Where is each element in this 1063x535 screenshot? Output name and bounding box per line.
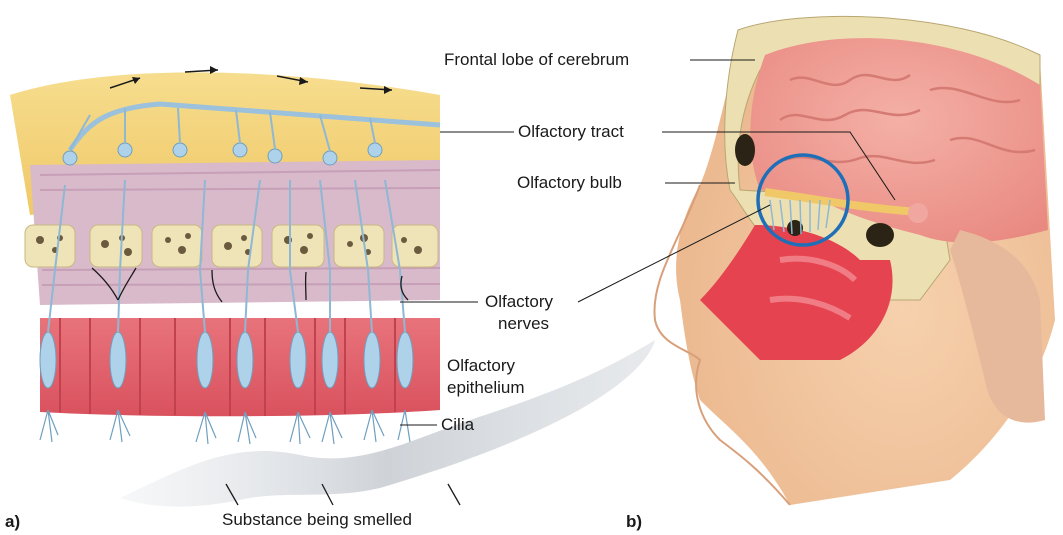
label-frontal-lobe: Frontal lobe of cerebrum	[444, 50, 629, 70]
tissue-section	[10, 66, 440, 444]
label-olfactory-tract: Olfactory tract	[518, 122, 624, 142]
head-section	[654, 16, 1055, 505]
label-olfactory-nerves-line1: Olfactory	[485, 292, 553, 312]
label-cilia: Cilia	[441, 415, 474, 435]
label-olfactory-epithelium-line1: Olfactory	[447, 356, 515, 376]
panel-a-tag: a)	[5, 512, 20, 532]
label-olfactory-epithelium-line2: epithelium	[447, 378, 525, 398]
panel-b-tag: b)	[626, 512, 642, 532]
label-substance: Substance being smelled	[222, 510, 412, 530]
label-olfactory-nerves-line2: nerves	[498, 314, 549, 334]
label-olfactory-bulb: Olfactory bulb	[517, 173, 622, 193]
